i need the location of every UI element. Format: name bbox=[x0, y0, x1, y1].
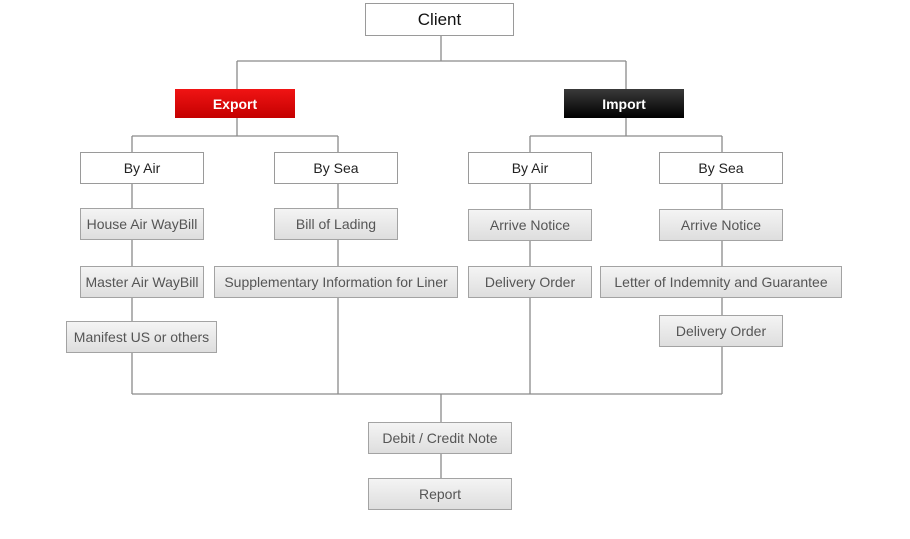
house-air-waybill-node: House Air WayBill bbox=[80, 208, 204, 240]
import-air-arrive-notice-node: Arrive Notice bbox=[468, 209, 592, 241]
export-node: Export bbox=[175, 89, 295, 118]
master-air-waybill-node: Master Air WayBill bbox=[80, 266, 204, 298]
import-node: Import bbox=[564, 89, 684, 118]
import-by-air-node: By Air bbox=[468, 152, 592, 184]
import-sea-arrive-notice-node: Arrive Notice bbox=[659, 209, 783, 241]
export-by-air-node: By Air bbox=[80, 152, 204, 184]
report-node: Report bbox=[368, 478, 512, 510]
manifest-node: Manifest US or others bbox=[66, 321, 217, 353]
debit-credit-note-node: Debit / Credit Note bbox=[368, 422, 512, 454]
export-by-sea-node: By Sea bbox=[274, 152, 398, 184]
letter-of-indemnity-node: Letter of Indemnity and Guarantee bbox=[600, 266, 842, 298]
supplementary-information-node: Supplementary Information for Liner bbox=[214, 266, 458, 298]
client-node: Client bbox=[365, 3, 514, 36]
bill-of-lading-node: Bill of Lading bbox=[274, 208, 398, 240]
import-by-sea-node: By Sea bbox=[659, 152, 783, 184]
import-air-delivery-order-node: Delivery Order bbox=[468, 266, 592, 298]
import-sea-delivery-order-node: Delivery Order bbox=[659, 315, 783, 347]
